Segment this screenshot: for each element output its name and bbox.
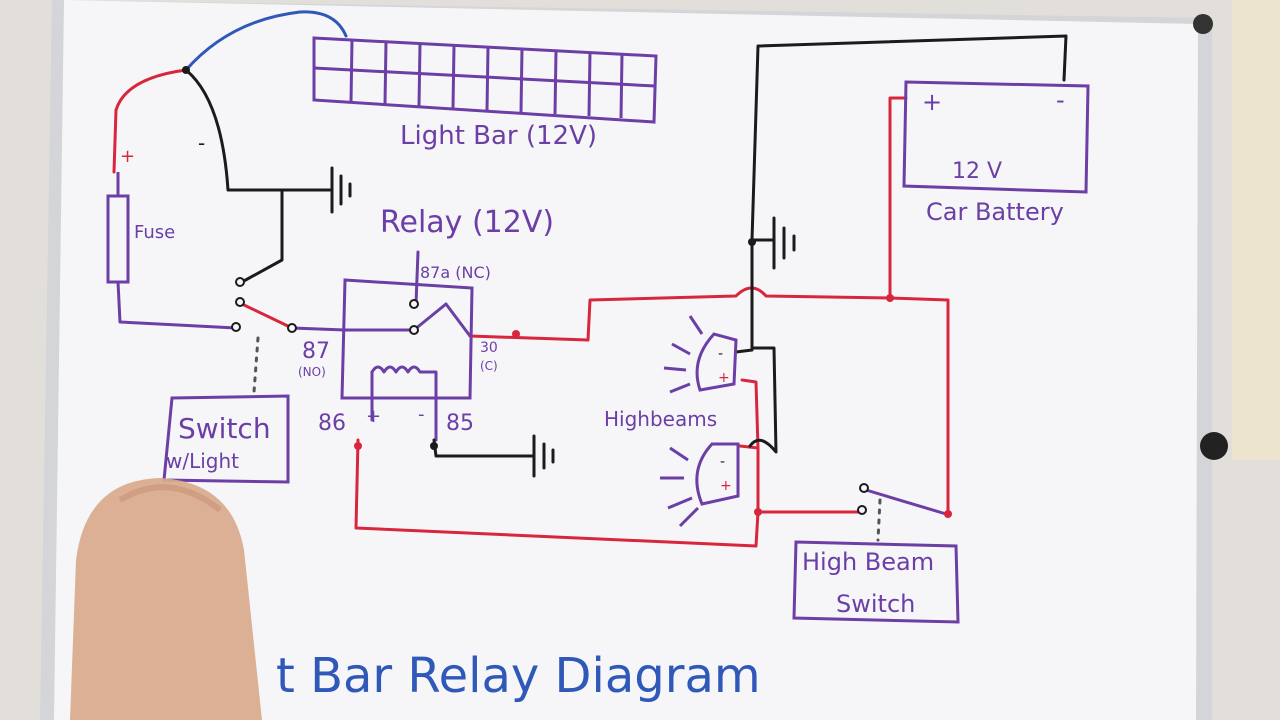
wire-battery-negative	[734, 34, 1068, 354]
junction-86	[354, 442, 362, 450]
switch-output-contact	[287, 323, 297, 333]
pin-87-label: 87	[302, 339, 330, 364]
junction-hb-rail	[944, 510, 952, 518]
relay-contact-87a	[409, 299, 419, 309]
pin-30-sub-label: (C)	[480, 359, 498, 373]
relay-87a-lead	[414, 250, 420, 306]
light-bar-minus: -	[198, 131, 205, 155]
junction-30	[512, 330, 520, 338]
junction-hb-switch	[754, 508, 762, 516]
highbeam-upper-plus: +	[718, 370, 730, 386]
wire-highbeam-ground	[748, 346, 778, 454]
switch-common-contact	[231, 322, 241, 332]
junction-85	[430, 442, 438, 450]
high-beam-switch-actuator	[876, 498, 882, 542]
switch-label-line2: w/Light	[166, 449, 239, 473]
ground-symbol-light-bar	[330, 166, 352, 214]
high-beam-switch-line2: Switch	[836, 590, 915, 618]
highbeam-upper-minus: -	[718, 346, 723, 362]
light-bar	[312, 36, 658, 124]
wire-fuse-to-switch	[116, 280, 238, 330]
switch-blade	[240, 302, 294, 330]
fuse-label: Fuse	[134, 222, 175, 243]
highbeam-lower-plus: +	[720, 478, 732, 494]
pin-86-plus: +	[366, 406, 381, 427]
junction-ground	[748, 238, 756, 246]
light-bar-label: Light Bar (12V)	[400, 121, 597, 151]
high-beam-switch-box	[792, 540, 960, 624]
board-mount-bracket	[1193, 14, 1213, 34]
junction-battery-rail	[886, 294, 894, 302]
highbeam-upper	[663, 315, 738, 394]
pin-30-label: 30	[480, 340, 498, 356]
pin-87a-label: 87a (NC)	[420, 263, 491, 282]
pin-87-sub-label: (NO)	[298, 365, 326, 379]
wire-fuse-to-light-bar	[112, 68, 188, 174]
switch-box	[162, 394, 290, 484]
switch-actuator-dotted	[252, 336, 260, 394]
pin-86-label: 86	[318, 411, 346, 436]
switch-label-line1: Switch	[178, 412, 271, 445]
hb-switch-contact-b	[857, 505, 867, 515]
highbeam-lower	[660, 442, 740, 528]
relay-contact-arm	[412, 302, 472, 338]
wall-poster	[1232, 0, 1280, 460]
diagram-title: t Bar Relay Diagram	[276, 648, 761, 704]
ground-symbol-chassis	[772, 216, 796, 270]
relay-contact-87	[409, 325, 419, 335]
wire-highbeam-upper-positive	[740, 378, 760, 450]
wire-light-bar-positive	[184, 10, 348, 72]
wire-switch-lamp-ground	[240, 188, 284, 284]
wire-86-to-high-beam	[354, 438, 760, 548]
board-mount-knob	[1200, 432, 1228, 460]
wire-light-bar-ground	[184, 68, 332, 192]
junction-light-bar	[182, 66, 190, 74]
switch-input-contact	[235, 297, 245, 307]
relay-body	[340, 278, 474, 400]
relay-coil	[370, 365, 438, 442]
car-battery	[902, 80, 1090, 194]
battery-label: Car Battery	[926, 198, 1064, 226]
pin-85-label: 85	[446, 411, 474, 436]
battery-voltage: 12 V	[952, 159, 1002, 184]
pin-85-minus: -	[418, 404, 425, 425]
highbeams-label: Highbeams	[604, 407, 717, 431]
hb-switch-contact-a	[859, 483, 869, 493]
wire-switch-to-87	[290, 326, 347, 332]
high-beam-switch-line1: High Beam	[802, 548, 934, 576]
battery-minus: -	[1056, 86, 1065, 114]
ground-symbol-coil	[532, 434, 555, 478]
highbeam-lower-minus: -	[720, 454, 725, 470]
relay-label: Relay (12V)	[380, 205, 554, 240]
high-beam-switch-blade	[864, 488, 948, 516]
finger-shadow	[118, 484, 222, 513]
fuse-plus: +	[120, 146, 135, 167]
switch-lamp-contact	[235, 277, 245, 287]
wire-battery-rail	[888, 296, 950, 516]
finger	[70, 478, 262, 720]
battery-plus: +	[922, 88, 942, 116]
